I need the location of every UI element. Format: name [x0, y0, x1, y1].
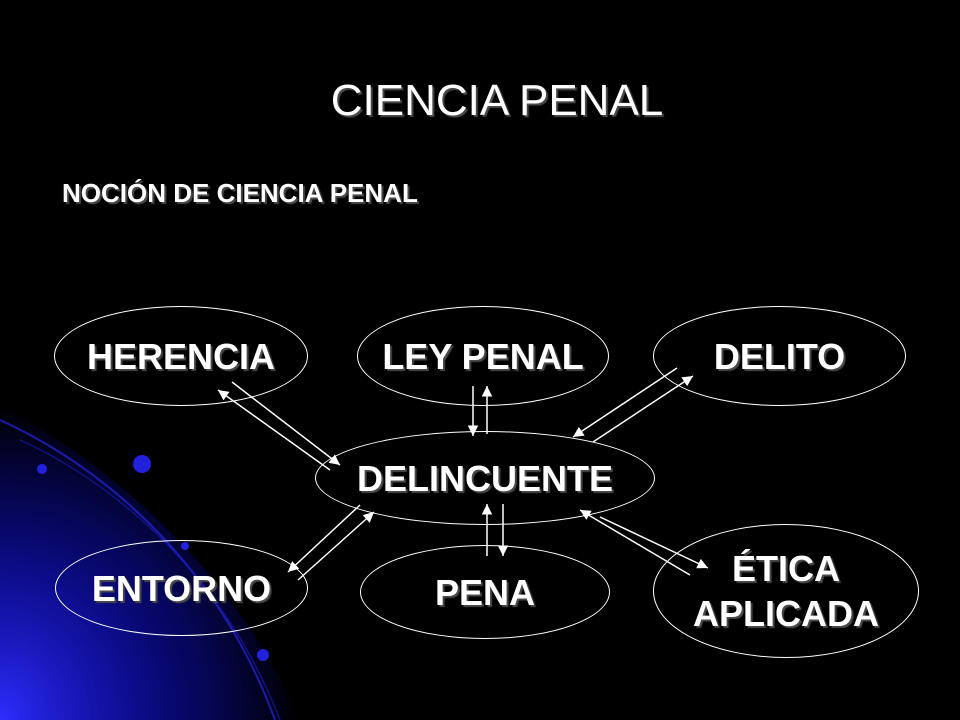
swirl-line: [0, 419, 276, 720]
decor-dot: [37, 464, 47, 474]
node-etica-aplicada: ÉTICA APLICADA: [653, 524, 919, 658]
decor-dot: [133, 455, 151, 473]
node-label: HERENCIA: [86, 335, 275, 377]
node-delito: DELITO: [653, 306, 906, 406]
node-entorno: ENTORNO: [55, 540, 308, 636]
slide-title: CIENCIA PENAL: [330, 76, 664, 125]
node-label-line2: APLICADA: [693, 593, 879, 634]
node-label: LEY PENAL: [382, 335, 584, 377]
node-label: PENA: [434, 571, 536, 613]
node-delincuente: DELINCUENTE: [315, 431, 655, 525]
node-label: DELINCUENTE: [356, 457, 613, 499]
decor-dot: [257, 649, 269, 661]
node-pena: PENA: [360, 545, 610, 639]
node-label: ENTORNO: [91, 567, 272, 609]
slide-subtitle: NOCIÓN DE CIENCIA PENAL: [62, 178, 418, 208]
node-herencia: HERENCIA: [54, 306, 308, 406]
node-label-line1: ÉTICA: [732, 548, 840, 589]
node-label: DELITO: [713, 335, 846, 377]
node-ley-penal: LEY PENAL: [357, 306, 609, 406]
